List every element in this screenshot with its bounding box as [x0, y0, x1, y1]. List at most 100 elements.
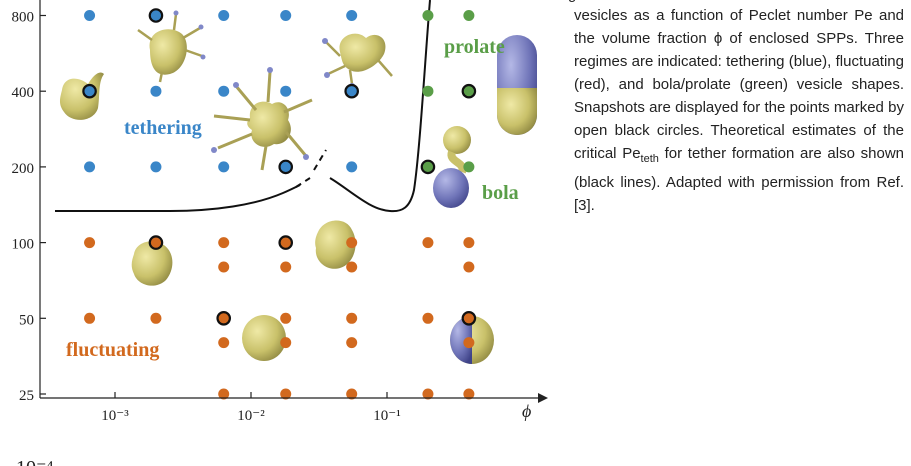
critical-pe-curve-dashed-mid: [313, 149, 327, 171]
snapshot-markers: [82, 8, 477, 326]
data-point-fluctuating-10: [463, 261, 475, 273]
snapshot-fluct-2: [315, 220, 356, 269]
data-point-tethering-7: [218, 85, 230, 97]
data-point-fluctuating-5: [422, 237, 434, 249]
y-tick-label-800: 800: [12, 10, 35, 26]
data-point-tethering-9: [346, 85, 358, 97]
data-markers: [84, 10, 475, 400]
snapshot-marker-1: [344, 83, 359, 99]
data-point-fluctuating-14: [280, 312, 292, 324]
snapshot-images: [60, 10, 537, 364]
caption-text-end: for tether formation are also shown (bla…: [574, 145, 904, 214]
x-tick-label-0: 10⁻³: [101, 408, 129, 424]
data-point-bola-prolate-4: [422, 161, 434, 173]
data-point-fluctuating-15: [346, 312, 358, 324]
bottom-fragment: 10⁻⁴: [16, 457, 54, 466]
x-tick-label-1: 10⁻²: [237, 408, 265, 424]
regime-label-bola: bola: [482, 182, 519, 204]
data-point-fluctuating-2: [218, 237, 230, 249]
x-axis-label: ϕ: [522, 401, 531, 421]
data-point-fluctuating-9: [346, 261, 358, 273]
data-point-fluctuating-20: [346, 337, 358, 349]
snapshot-prolate: [497, 35, 537, 135]
data-point-tethering-4: [346, 10, 358, 21]
data-point-tethering-5: [84, 85, 96, 97]
data-point-fluctuating-22: [218, 388, 230, 400]
y-ticks: 25 50 100 200 400 800: [12, 10, 46, 404]
snapshot-bola: [433, 126, 471, 208]
x-tick-label-2: 10⁻¹: [373, 408, 400, 424]
snapshot-tether-3: [60, 72, 104, 120]
critical-pe-curve-dashed-left: [295, 177, 311, 188]
data-point-fluctuating-8: [280, 261, 292, 273]
snapshot-tether-2: [322, 33, 393, 89]
data-point-bola-prolate-5: [463, 161, 475, 173]
data-point-fluctuating-12: [150, 312, 162, 324]
data-point-bola-prolate-3: [463, 85, 475, 97]
y-tick-label-400: 400: [12, 85, 35, 101]
data-point-fluctuating-4: [346, 237, 358, 249]
data-point-bola-prolate-2: [422, 85, 434, 97]
data-point-tethering-11: [150, 161, 162, 173]
snapshot-marker-6: [148, 235, 164, 250]
data-point-fluctuating-21: [463, 337, 475, 349]
x-ticks: 10⁻³ 10⁻² 10⁻¹: [101, 392, 401, 424]
snapshot-marker-7: [278, 235, 294, 250]
critical-pe-curves: [55, 0, 431, 213]
data-point-bola-prolate-0: [422, 10, 434, 21]
data-point-fluctuating-1: [150, 237, 162, 249]
data-point-tethering-10: [84, 161, 96, 173]
data-point-fluctuating-18: [218, 337, 230, 349]
phase-diagram: tethering prolate bola fluctuating 25 50 1…: [12, 0, 548, 466]
snapshot-fluct-1: [131, 241, 173, 286]
y-tick-label-200: 200: [12, 161, 35, 177]
snapshot-marker-9: [461, 310, 477, 326]
snapshot-marker-3: [278, 159, 294, 175]
regime-label-fluctuating: fluctuating: [66, 339, 159, 361]
data-point-fluctuating-11: [84, 312, 96, 324]
x-axis-arrowhead: [538, 393, 548, 403]
critical-pe-curve-main: [55, 184, 301, 212]
figure-caption: vesicles as a function of Peclet number …: [574, 4, 904, 217]
snapshot-marker-8: [216, 310, 232, 326]
y-tick-label-100: 100: [12, 237, 35, 253]
data-point-fluctuating-0: [84, 237, 96, 249]
snapshot-marker-2: [82, 83, 97, 99]
y-tick-label-25: 25: [19, 388, 34, 404]
caption-text-start: vesicles as a function of Peclet number …: [574, 7, 904, 162]
axes: [39, 0, 548, 403]
data-point-tethering-12: [218, 161, 230, 173]
regime-label-tethering: tethering: [124, 117, 202, 139]
top-fragment: g: [568, 0, 576, 3]
snapshot-fluct-3: [242, 315, 286, 361]
data-point-tethering-8: [280, 85, 292, 97]
y-tick-label-50: 50: [19, 312, 34, 328]
critical-pe-curve-right: [329, 0, 431, 213]
data-point-fluctuating-26: [463, 388, 475, 400]
data-point-tethering-1: [150, 10, 162, 21]
snapshot-marker-4: [420, 159, 436, 175]
regime-label-prolate: prolate: [444, 36, 505, 58]
data-point-fluctuating-3: [280, 237, 292, 249]
data-point-fluctuating-7: [218, 261, 230, 273]
snapshot-marker-5: [461, 83, 477, 99]
data-point-tethering-6: [150, 85, 162, 97]
data-point-fluctuating-25: [422, 388, 434, 400]
data-point-fluctuating-13: [218, 312, 230, 324]
data-point-fluctuating-23: [280, 388, 292, 400]
data-point-bola-prolate-1: [463, 10, 475, 21]
data-point-fluctuating-6: [463, 237, 475, 249]
data-point-tethering-2: [218, 10, 230, 21]
data-point-tethering-0: [84, 10, 96, 21]
data-point-fluctuating-19: [280, 337, 292, 349]
data-point-tethering-14: [346, 161, 358, 173]
snapshot-marker-0: [148, 8, 164, 23]
caption-paragraph: vesicles as a function of Peclet number …: [574, 4, 904, 217]
caption-subscript: teth: [640, 153, 659, 165]
snapshot-tether-1: [137, 10, 206, 83]
data-point-tethering-13: [280, 161, 292, 173]
data-point-fluctuating-16: [422, 312, 434, 324]
data-point-fluctuating-24: [346, 388, 358, 400]
snapshot-tether-4: [211, 67, 313, 171]
data-point-fluctuating-17: [463, 312, 475, 324]
